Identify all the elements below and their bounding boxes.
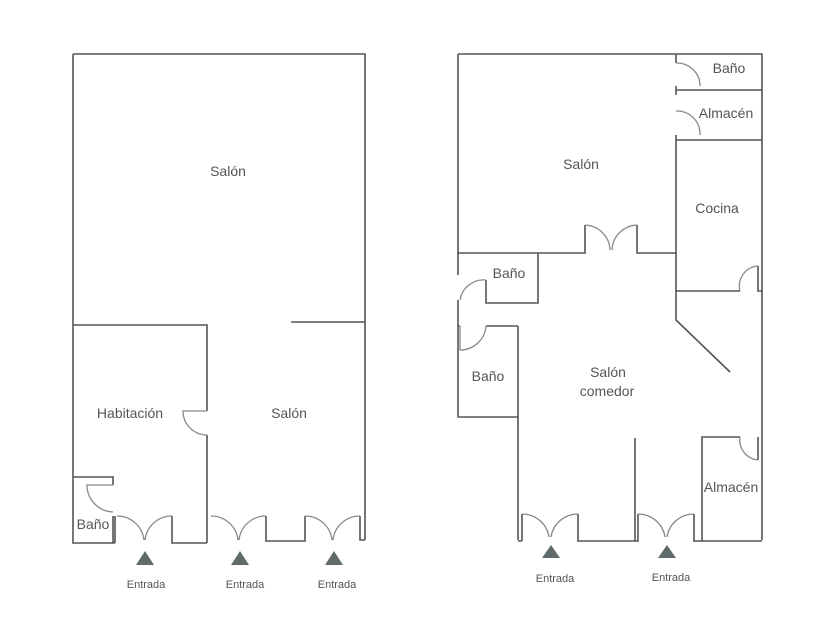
entrance-marker — [325, 551, 343, 565]
room-label-salon: Salón — [563, 156, 599, 172]
room-label-habitacion: Habitación — [97, 405, 163, 421]
entrance-marker — [231, 551, 249, 565]
entrance-marker — [658, 545, 676, 558]
room-label-bano: Baño — [472, 368, 505, 384]
room-label-almacen: Almacén — [699, 105, 753, 121]
entrance-label: Entrada — [652, 572, 691, 584]
room-label-bano: Baño — [713, 60, 746, 76]
entrance-marker — [542, 545, 560, 558]
room-label-bano: Baño — [77, 516, 110, 532]
room-label-cocina: Cocina — [695, 200, 739, 216]
room-label-salon-comedor: comedor — [580, 383, 635, 399]
entrance-label: Entrada — [127, 579, 166, 591]
room-label-salon-comedor: Salón — [590, 364, 626, 380]
right-floor-plan: Baño Almacén Salón Cocina Baño Baño Saló… — [457, 53, 763, 585]
left-floor-plan: Salón Habitación Salón Baño Entrada Entr… — [72, 53, 366, 591]
right-doors — [459, 62, 759, 538]
room-label-salon: Salón — [271, 405, 307, 421]
entrance-label: Entrada — [318, 579, 357, 591]
left-walls — [72, 53, 366, 544]
room-label-bano: Baño — [493, 265, 526, 281]
room-label-salon: Salón — [210, 163, 246, 179]
left-doors — [86, 410, 361, 541]
entrance-label: Entrada — [536, 573, 575, 585]
entrance-marker — [136, 551, 154, 565]
room-label-almacen: Almacén — [704, 479, 758, 495]
entrance-label: Entrada — [226, 579, 265, 591]
right-walls — [457, 53, 763, 542]
